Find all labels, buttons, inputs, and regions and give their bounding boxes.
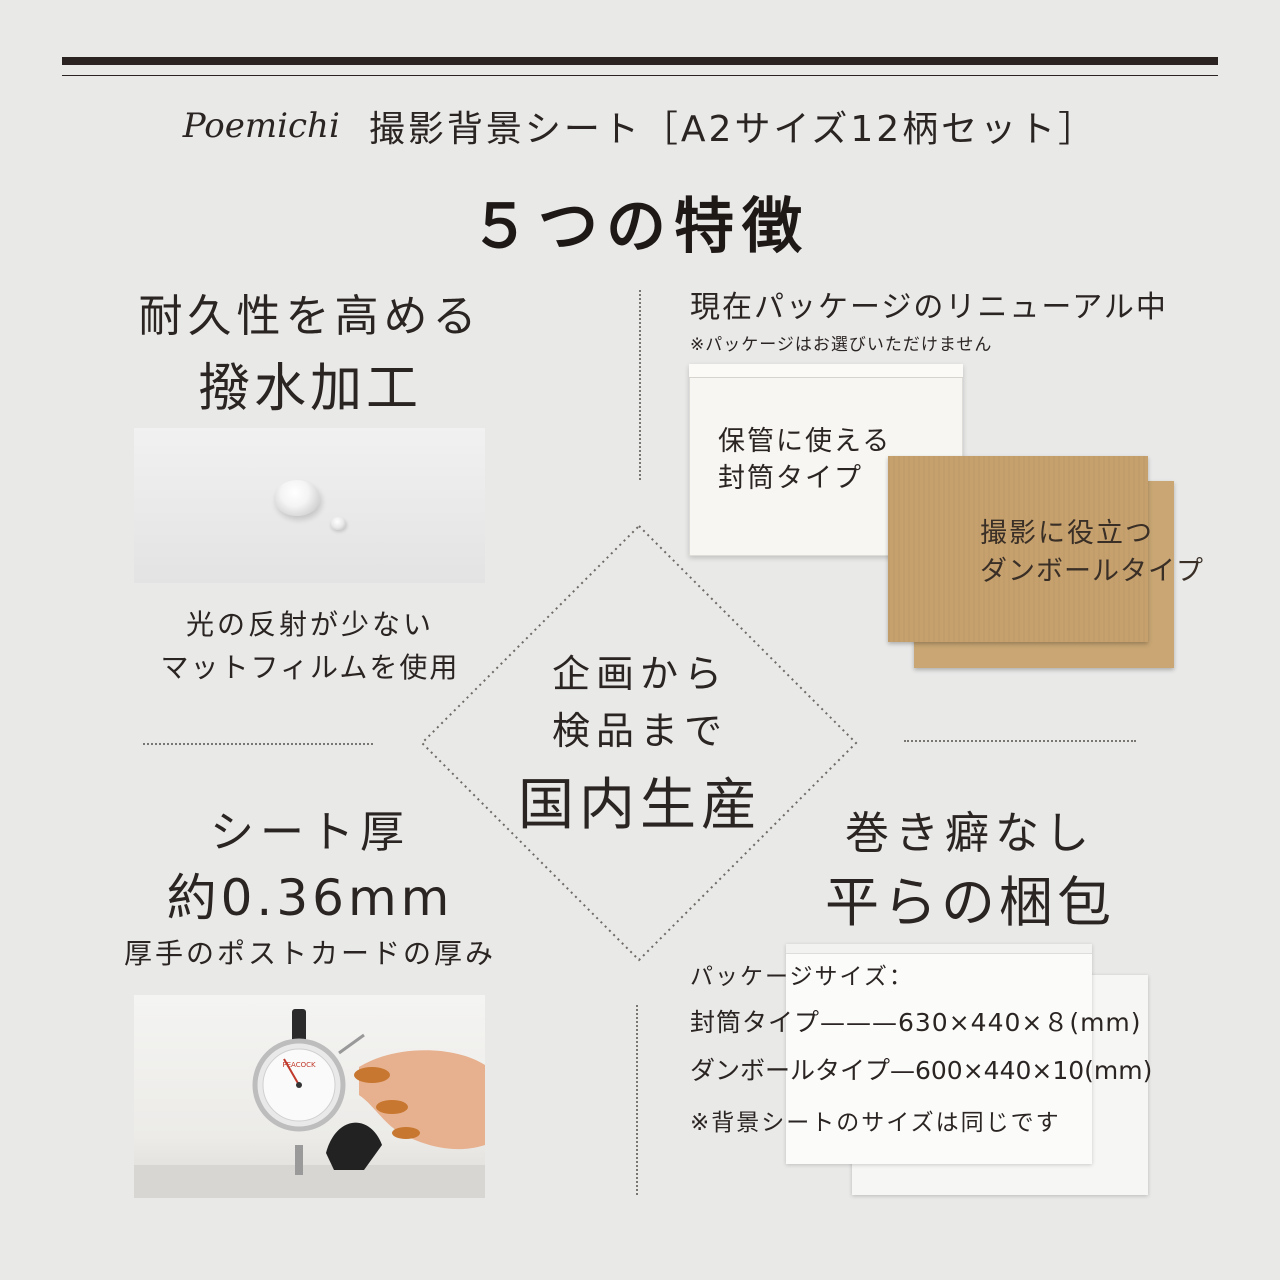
package-front-image — [786, 944, 1092, 1164]
envelope-flap — [689, 364, 963, 378]
thickness-line2: 約0.36mm — [166, 869, 454, 927]
top-rule-thick — [62, 57, 1218, 65]
water-title-line1: 耐久性を高める — [138, 291, 482, 342]
flat-line2: 平らの梱包 — [825, 871, 1115, 934]
water-drop-large — [274, 480, 320, 516]
package-note: ※パッケージはお選びいただけません — [690, 335, 993, 355]
water-caption-line1: 光の反射が少ない — [185, 608, 434, 641]
divider-right — [904, 740, 1136, 742]
divider-bottom — [636, 1005, 638, 1195]
domestic-line2: 検品まで — [551, 709, 728, 753]
gauge-brand: PEACOCK — [282, 1061, 316, 1069]
diamond-frame — [420, 524, 858, 962]
water-drop-small — [330, 517, 346, 530]
thickness-gauge-photo: PEACOCK — [134, 995, 485, 1198]
thickness-line1: シート厚 — [210, 807, 410, 858]
divider-top — [639, 290, 641, 480]
cardboard-front-image — [888, 456, 1148, 642]
header: Poemichi 撮影背景シート［A2サイズ12柄セット］ — [0, 100, 1280, 170]
gauge-illustration: PEACOCK — [134, 1009, 485, 1198]
envelope-label-line1: 保管に使える — [718, 426, 892, 457]
cardboard-label-line1: 撮影に役立つ — [980, 518, 1154, 549]
page-headline: ５つの特徴 — [470, 192, 810, 262]
package-title: 現在パッケージのリニューアル中 — [690, 290, 1168, 325]
package-size-label: パッケージサイズ： — [690, 964, 914, 990]
domestic-line3: 国内生産 — [518, 773, 762, 838]
domestic-line1: 企画から — [551, 652, 728, 696]
package-size-note: ※背景シートのサイズは同じです — [690, 1110, 1061, 1136]
top-rule-thin — [62, 75, 1218, 76]
water-title-line2: 撥水加工 — [197, 359, 422, 419]
flat-line1: 巻き癖なし — [845, 808, 1095, 859]
divider-left — [143, 743, 373, 745]
product-title: 撮影背景シート［A2サイズ12柄セット］ — [368, 109, 1098, 150]
envelope-label-line2: 封筒タイプ — [718, 463, 863, 494]
package-size-cardboard: ダンボールタイプ—600×440×10(mm) — [690, 1056, 1153, 1085]
package-flap — [786, 944, 1092, 954]
water-caption-line2: マットフィルムを使用 — [160, 651, 460, 684]
brand-logo: Poemichi — [182, 106, 340, 146]
package-size-envelope: 封筒タイプ———630×440×８(mm) — [690, 1008, 1142, 1037]
cardboard-label-line2: ダンボールタイプ — [980, 556, 1204, 587]
thickness-line3: 厚手のポストカードの厚み — [123, 937, 496, 970]
